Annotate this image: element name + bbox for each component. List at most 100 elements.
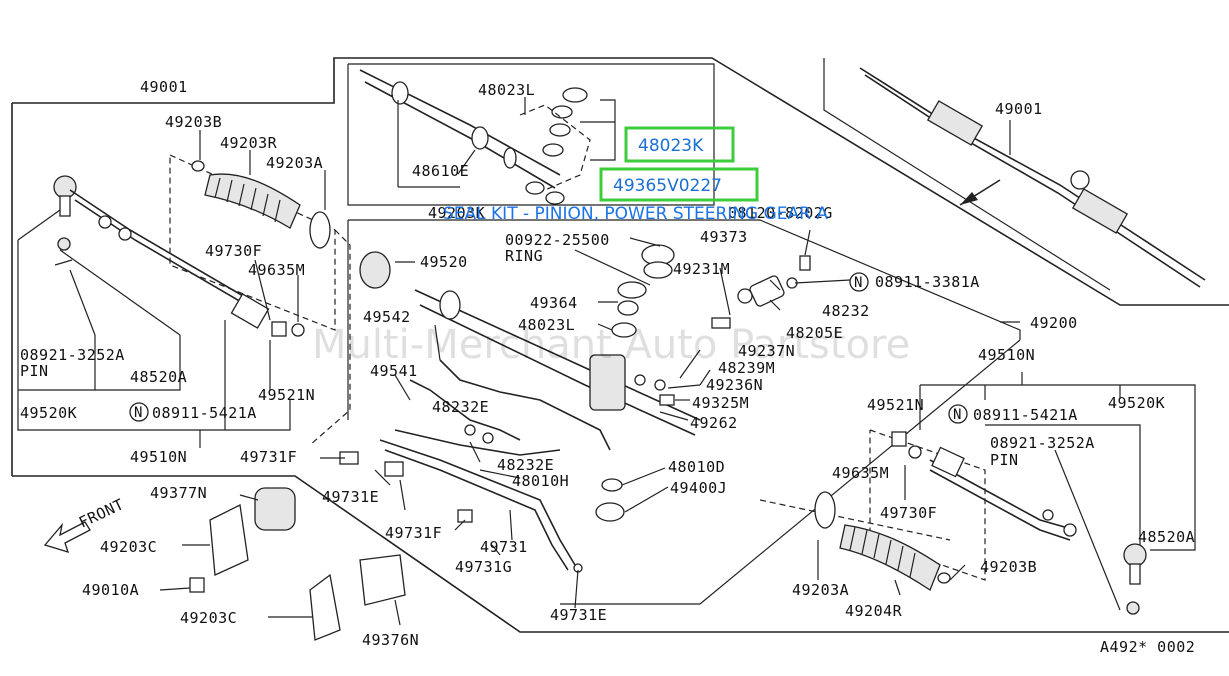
label-49262[interactable]: 49262	[690, 414, 738, 432]
label-49376n[interactable]: 49376N	[362, 631, 419, 649]
label-49203c-b[interactable]: 49203C	[180, 609, 237, 627]
label-48232[interactable]: 48232	[822, 302, 870, 320]
seal-mid	[542, 143, 564, 157]
label-49731e-b[interactable]: 49731E	[550, 606, 607, 624]
highlight-48023k-box[interactable]	[624, 126, 735, 163]
label-49377n[interactable]: 49377N	[150, 484, 207, 502]
label-08911-3381a[interactable]: 08911-3381A	[875, 273, 980, 291]
label-49203r[interactable]: 49203R	[220, 134, 278, 152]
inset-boot-left	[926, 100, 984, 146]
nut-49236	[654, 379, 666, 391]
label-49204r[interactable]: 49204R	[845, 602, 903, 620]
snap-ring-top	[562, 87, 588, 103]
bolt-08120	[799, 255, 811, 271]
right-tie-rod-assembly	[814, 431, 1147, 615]
svg-text:N: N	[854, 275, 863, 291]
label-ring: RING	[505, 247, 543, 265]
label-49203a-right[interactable]: 49203A	[792, 581, 849, 599]
label-49203b-right[interactable]: 49203B	[980, 558, 1037, 576]
plate-washer	[737, 288, 753, 304]
label-49001-inset[interactable]: 49001	[995, 100, 1043, 118]
bracket-49203c-b	[309, 573, 341, 641]
highlight-49365v0227-box[interactable]	[599, 167, 759, 202]
label-49203b-left[interactable]: 49203B	[165, 113, 222, 131]
label-49203k[interactable]: 49203K	[428, 204, 485, 222]
label-49373[interactable]: 49373	[700, 228, 748, 246]
label-49203a-left[interactable]: 49203A	[266, 154, 323, 172]
label-48023l-top[interactable]: 48023L	[478, 81, 535, 99]
label-49520[interactable]: 49520	[420, 253, 468, 271]
label-49237n[interactable]: 49237N	[738, 342, 795, 360]
mount-bushing	[359, 251, 391, 289]
label-49521n-right[interactable]: 49521N	[867, 396, 924, 414]
label-48520a-right[interactable]: 48520A	[1138, 528, 1195, 546]
adjust-screw	[711, 317, 731, 329]
label-49364[interactable]: 49364	[530, 294, 578, 312]
label-08921-right[interactable]: 08921-3252A	[990, 434, 1095, 452]
label-49541[interactable]: 49541	[370, 362, 418, 380]
leader-lines	[17, 97, 1196, 626]
label-48023l-mid[interactable]: 48023L	[518, 316, 575, 334]
nut-left-a	[98, 215, 112, 229]
label-48239m[interactable]: 48239M	[718, 359, 775, 377]
label-48205e[interactable]: 48205E	[786, 324, 843, 342]
label-49731f-a[interactable]: 49731F	[240, 448, 297, 466]
label-49521n-left[interactable]: 49521N	[258, 386, 315, 404]
label-49542[interactable]: 49542	[363, 308, 411, 326]
label-49325m[interactable]: 49325M	[692, 394, 749, 412]
label-49731[interactable]: 49731	[480, 538, 528, 556]
svg-text:N: N	[134, 405, 143, 421]
label-48010d[interactable]: 48010D	[668, 458, 725, 476]
label-49731f-b[interactable]: 49731F	[385, 524, 442, 542]
label-48610e[interactable]: 48610E	[412, 162, 469, 180]
valve-body	[589, 354, 626, 411]
pinion-seal	[503, 147, 517, 169]
label-48520a-left[interactable]: 48520A	[130, 368, 187, 386]
label-48232e-b[interactable]: 48232E	[497, 456, 554, 474]
label-front: FRONT	[76, 495, 127, 531]
label-49731e-a[interactable]: 49731E	[322, 488, 379, 506]
clip-49731e	[384, 461, 404, 477]
label-49520k-right[interactable]: 49520K	[1108, 394, 1165, 412]
label-08921-left[interactable]: 08921-3252A	[20, 346, 125, 364]
nut-right-a	[1042, 509, 1054, 521]
label-49001[interactable]: 49001	[140, 78, 188, 96]
label-08911-5421a-left[interactable]: 08911-5421A	[152, 404, 257, 422]
label-49510n-left[interactable]: 49510N	[130, 448, 187, 466]
label-08120[interactable]: 08120-8202G	[728, 204, 833, 222]
clamp-a-right	[814, 491, 836, 529]
label-49010a[interactable]: 49010A	[82, 581, 139, 599]
label-49400j[interactable]: 49400J	[670, 479, 727, 497]
label-49730f-right[interactable]: 49730F	[880, 504, 937, 522]
label-pin-right: PIN	[990, 451, 1019, 469]
label-49200[interactable]: 49200	[1030, 314, 1078, 332]
washer-right	[908, 445, 922, 459]
label-00922[interactable]: 00922-25500	[505, 231, 610, 249]
label-49731g[interactable]: 49731G	[455, 558, 512, 576]
clamp-b-right	[937, 572, 951, 584]
ball-joint-left	[53, 175, 77, 199]
label-49730f-left[interactable]: 49730F	[205, 242, 262, 260]
label-08911-5421a-right[interactable]: 08911-5421A	[973, 406, 1078, 424]
seal-bottom	[525, 181, 545, 195]
highlight-48023k-text[interactable]: 48023K	[638, 136, 704, 156]
label-48232e-a[interactable]: 48232E	[432, 398, 489, 416]
label-48010h[interactable]: 48010H	[512, 472, 569, 490]
label-49231m[interactable]: 49231M	[673, 260, 730, 278]
label-49635m-left[interactable]: 49635M	[248, 261, 305, 279]
lower-mounts	[189, 439, 583, 641]
clip-49325	[659, 394, 675, 406]
label-49510n-right[interactable]: 49510N	[978, 346, 1035, 364]
bushing-49376n	[359, 554, 406, 606]
highlight-49365v0227-text[interactable]: 49365V0227	[613, 176, 722, 196]
label-49236n[interactable]: 49236N	[706, 376, 763, 394]
diagram-reference: A492* 0002	[1100, 638, 1195, 656]
label-49520k-left[interactable]: 49520K	[20, 404, 77, 422]
nut-left-c	[57, 237, 71, 251]
label-49635m-right[interactable]: 49635M	[832, 464, 889, 482]
clip-49731f-b	[457, 509, 473, 523]
label-49203c-a[interactable]: 49203C	[100, 538, 157, 556]
inset-arrow	[960, 192, 978, 205]
bracket-49203c-a	[209, 504, 249, 576]
